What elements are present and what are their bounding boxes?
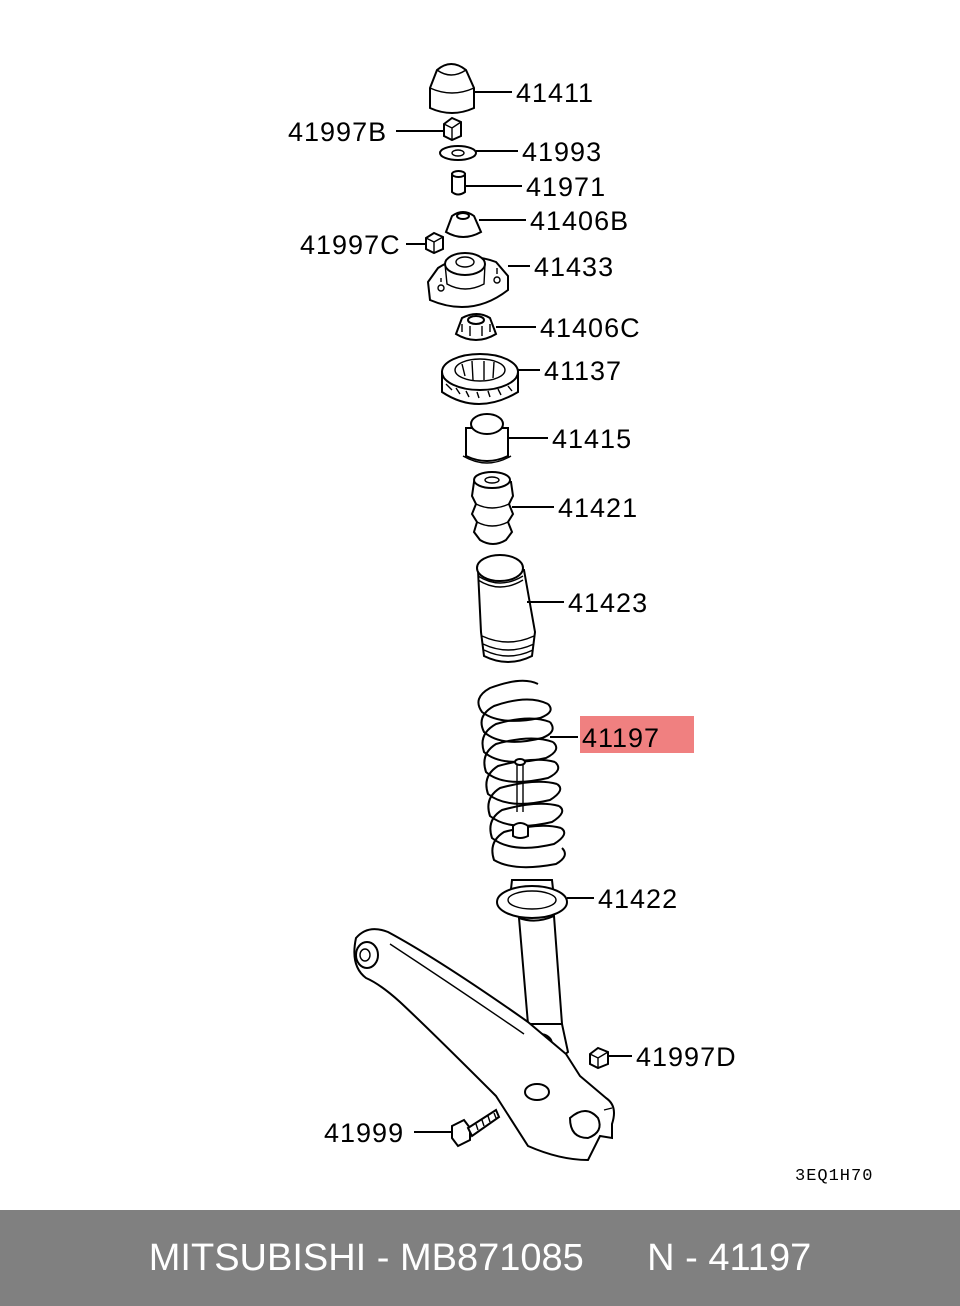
label-41406B: 41406B	[530, 206, 629, 236]
part-41421[interactable]	[470, 471, 515, 545]
part-41197[interactable]	[477, 679, 566, 869]
label-41433: 41433	[534, 252, 614, 282]
label-41997C: 41997C	[300, 230, 401, 260]
footer-bar: MITSUBISHI - MB871085 N - 41197	[0, 1210, 960, 1306]
label-41137: 41137	[544, 356, 622, 386]
part-41406B[interactable]	[444, 211, 483, 238]
label-41406C: 41406C	[540, 313, 641, 343]
part-41406C[interactable]	[454, 313, 498, 341]
footer-part-info: MITSUBISHI - MB871085 N - 41197	[148, 1236, 812, 1279]
part-41411[interactable]	[429, 63, 475, 114]
part-41997D[interactable]	[589, 1046, 609, 1070]
part-41137[interactable]	[441, 353, 519, 405]
label-41422: 41422	[598, 884, 678, 914]
part-41997C[interactable]	[425, 231, 444, 255]
label-41411: 41411	[516, 78, 594, 108]
label-41997B: 41997B	[288, 117, 387, 147]
exploded-view: 41411 41997B 41993 41971 41406B 41997C 4…	[288, 63, 873, 1186]
part-41999[interactable]	[451, 1108, 501, 1148]
part-41423[interactable]	[476, 554, 537, 663]
label-41997D: 41997D	[636, 1042, 737, 1072]
label-41415: 41415	[552, 424, 632, 454]
part-41971[interactable]	[451, 170, 466, 196]
lower-arm	[353, 928, 615, 1162]
label-41971: 41971	[526, 172, 606, 202]
part-41993[interactable]	[439, 145, 477, 161]
part-41997B[interactable]	[443, 116, 462, 142]
label-41421: 41421	[558, 493, 638, 523]
label-41197: 41197	[582, 723, 660, 753]
label-41993: 41993	[522, 137, 602, 167]
highlight-box	[580, 716, 694, 753]
diagram-code: 3EQ1H70	[795, 1167, 873, 1186]
parts-diagram: 41411 41997B 41993 41971 41406B 41997C 4…	[288, 63, 873, 1186]
part-41433[interactable]	[426, 252, 509, 309]
leader-lines	[396, 91, 632, 1133]
part-41415[interactable]	[462, 413, 512, 464]
label-41999: 41999	[324, 1118, 404, 1148]
label-41423: 41423	[568, 588, 648, 618]
